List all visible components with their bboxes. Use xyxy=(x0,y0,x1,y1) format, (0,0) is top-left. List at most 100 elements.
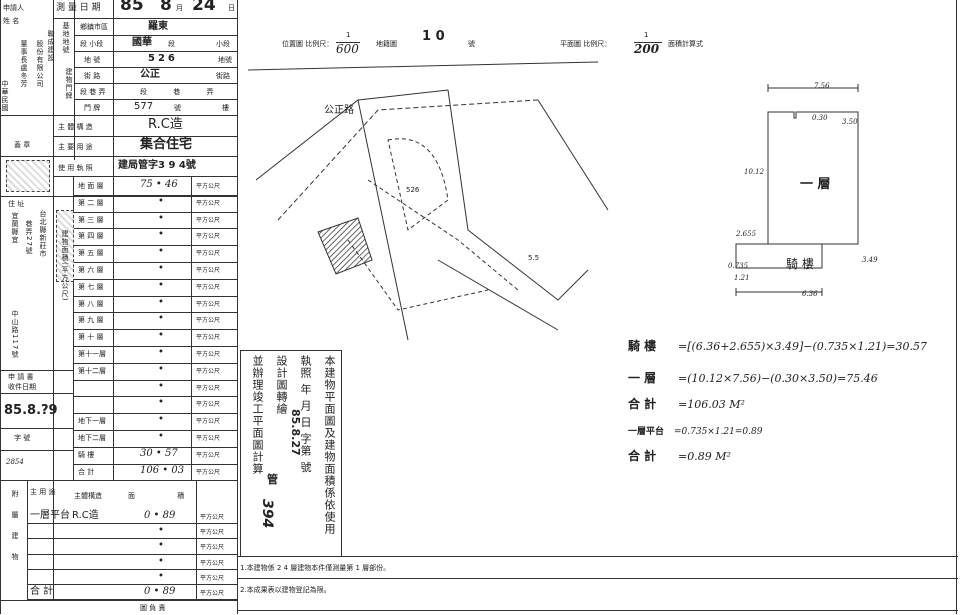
arcade-label: 騎 樓 xyxy=(786,257,814,271)
floor-area-unit: 平方公尺 xyxy=(196,300,221,308)
floor-area-value: • xyxy=(158,279,164,291)
floor-area-value: • xyxy=(158,263,164,274)
dim-top: 7.56 xyxy=(814,82,830,90)
floor-unit: 樓 xyxy=(222,104,229,112)
floor-area-unit: 平方公尺 xyxy=(196,250,221,258)
floor-name: 第 十 層 xyxy=(78,333,104,342)
app-date-value: 85.8.?9 xyxy=(4,403,58,418)
floor-area-unit: 平方公尺 xyxy=(196,216,221,224)
attached-structure: R.C造 xyxy=(72,510,99,521)
dim-left: 10.12 xyxy=(744,168,765,176)
cadastral-sheet-no: 1 0 xyxy=(422,29,445,44)
attached-area: • xyxy=(158,540,164,552)
floor-area-value: • xyxy=(158,313,164,325)
note-2: 2.本成果表以建物登記為限。 xyxy=(240,586,331,594)
floor-area-unit: 平方公尺 xyxy=(196,283,221,291)
floor-area-value: • xyxy=(158,229,164,241)
location-scale-den: 600 xyxy=(336,42,359,56)
calc-formula: =[(6.36+2.655)×3.49]−(0.735×1.21)=30.57 xyxy=(678,340,927,353)
right-panel: 位置圖 比例尺： 1 600 地籍圖 1 0 號 平面圖 比例尺： 1 200 … xyxy=(238,0,958,614)
applicant-seal xyxy=(6,160,50,192)
survey-year: 85 xyxy=(120,0,144,15)
attached-use: 一層平台 xyxy=(30,510,70,521)
section-label: 段 小段 xyxy=(80,40,104,48)
floor-area-unit: 平方公尺 xyxy=(196,468,221,476)
app-date-label: 申 請 書 收件日期 xyxy=(8,373,36,391)
cert-col-3: 設計圖轉繪 xyxy=(275,355,288,415)
floor-plan-scale-num: 1 xyxy=(644,31,649,39)
floor-name: 第 三 層 xyxy=(78,215,104,224)
calc-label: 騎 樓 xyxy=(628,339,657,353)
survey-date-label: 測 量 日 期 xyxy=(56,3,101,13)
floor-area-unit: 平方公尺 xyxy=(196,267,221,274)
survey-day: 24 xyxy=(192,0,216,15)
floor-label: 一 層 xyxy=(800,177,831,192)
floor-area-value: • xyxy=(158,330,164,342)
floor-name: 第 四 層 xyxy=(78,232,104,241)
address-label: 住 址 xyxy=(8,200,25,208)
road-name-label: 公正路 xyxy=(324,105,354,116)
floor-area-value: • xyxy=(158,195,164,207)
no-value: 2854 xyxy=(6,458,24,466)
attached-area-header: 面 積 xyxy=(128,492,185,500)
road-value: 公正 xyxy=(140,69,160,80)
floor-area-value: • xyxy=(158,380,164,392)
applicant-company: 股份有限公司 xyxy=(36,40,44,88)
floor-plan-scale-den: 200 xyxy=(634,42,660,56)
month-unit: 月 xyxy=(176,4,183,12)
location-map xyxy=(247,61,609,341)
left-edge-label: 中華民國 xyxy=(1,80,9,112)
calc-label: 一 層 xyxy=(628,371,657,385)
calc-formula: =(10.12×7.56)−(0.30×3.50)=75.46 xyxy=(678,372,878,385)
area-label: 建物面積(平方公尺) xyxy=(61,230,69,302)
lane-label: 段 巷 弄 xyxy=(80,88,106,96)
day-unit: 日 xyxy=(228,4,235,12)
calc-formula: =0.89 M² xyxy=(678,450,731,463)
attached-unit: 平方公尺 xyxy=(200,514,225,521)
floor-area-unit: 平方公尺 xyxy=(196,183,221,190)
left-form: 申請人 姓 名 測 量 日 期 85 8 月 24 日 基地地號 鄉鎮市區 羅東… xyxy=(0,0,238,614)
applicant-brand: 聯成建設 xyxy=(47,30,55,62)
calc-formula: =106.03 M² xyxy=(678,398,745,411)
attached-area: • xyxy=(158,555,164,567)
map-lot-text: 526 xyxy=(406,186,420,194)
attached-unit: 平方公尺 xyxy=(200,544,225,552)
dim-small-a: 0.735 xyxy=(728,262,749,270)
dim-small-b: 1.21 xyxy=(734,274,750,282)
seal-label: 蓋 章 xyxy=(14,141,31,149)
calc-formula: =0.735×1.21=0.89 xyxy=(674,427,763,437)
road-unit: 街路 xyxy=(216,72,230,80)
district-value: 羅東 xyxy=(148,21,168,32)
floor-name: 騎 樓 xyxy=(78,450,95,459)
cadastral-label: 地籍圖 xyxy=(376,40,397,48)
floor-area-unit: 平方公尺 xyxy=(196,435,221,442)
floor-name: 合 計 xyxy=(78,467,95,476)
address-text-2: 宜蘭縣宜 xyxy=(11,212,19,244)
lot-label: 地 號 xyxy=(84,56,101,64)
road-label: 街 路 xyxy=(84,72,101,80)
main-structure-value: R.C造 xyxy=(148,117,183,132)
floor-area-unit: 平方公尺 xyxy=(196,233,221,241)
floor-name: 第 七 層 xyxy=(78,282,104,291)
section-unit: 段 xyxy=(168,40,175,48)
floor-area-value: • xyxy=(158,414,164,426)
attached-label: 附屬建物 xyxy=(11,490,19,574)
cert-stamp-admin: 管 xyxy=(267,473,278,486)
floor-area-value: • xyxy=(158,212,164,224)
map-edge-label: 5.5 xyxy=(528,254,540,262)
address-road: 中山路117號 xyxy=(11,310,19,359)
floor-area-value: • xyxy=(158,431,164,442)
floor-area-unit: 平方公尺 xyxy=(196,451,221,459)
dim-bottom: 6.36 xyxy=(802,290,818,298)
cert-stamp-no: 394 xyxy=(259,499,275,529)
permit-value: 建局管字3 9 4號 xyxy=(118,160,196,171)
floor-name: 第 九 層 xyxy=(78,316,104,325)
floor-area-unit: 平方公尺 xyxy=(196,334,221,342)
section-value: 國華 xyxy=(132,37,152,48)
calc-label: 面積計算式 xyxy=(668,40,703,48)
attached-unit: 平方公尺 xyxy=(200,559,225,567)
attached-unit: 平方公尺 xyxy=(200,529,225,537)
floor-name: 地下二層 xyxy=(78,434,106,442)
cert-col-1: 本建物平面圖及建物面積係依使用 xyxy=(323,355,336,535)
cert-col-2: 執照 年 月 日 字第 號 xyxy=(299,355,312,474)
